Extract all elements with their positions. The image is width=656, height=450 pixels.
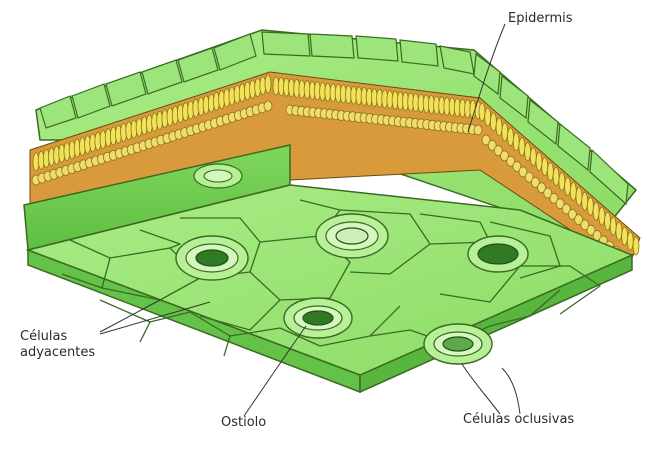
- palisade-cell: [576, 187, 582, 205]
- palisade-cell: [502, 123, 508, 141]
- palisade-cell: [547, 163, 553, 181]
- palisade-cell: [587, 197, 593, 215]
- palisade-cell: [582, 192, 588, 210]
- spongy-cell: [474, 125, 482, 135]
- palisade-cell: [593, 202, 599, 220]
- palisade-cell: [485, 108, 491, 126]
- label-celulas-oclusivas: Células oclusivas: [463, 412, 574, 428]
- palisade-cell: [542, 158, 548, 176]
- label-ostiolo: Ostiolo: [221, 415, 266, 431]
- palisade-cell: [519, 138, 525, 156]
- palisade-cell: [536, 153, 542, 171]
- palisade-cell: [496, 118, 502, 136]
- spongy-cell: [264, 101, 272, 111]
- palisade-cell: [513, 133, 519, 151]
- palisade-cell: [265, 75, 271, 93]
- palisade-cell: [610, 217, 616, 235]
- palisade-cell: [627, 232, 633, 250]
- palisade-cell: [530, 148, 536, 166]
- palisade-cell: [633, 237, 639, 255]
- palisade-cell: [599, 207, 605, 225]
- palisade-cell: [605, 212, 611, 230]
- palisade-cell: [616, 222, 622, 240]
- palisade-cell: [479, 103, 485, 121]
- label-epidermis: Epidermis: [508, 11, 573, 27]
- palisade-cell: [570, 182, 576, 200]
- label-celulas-adyacentes-line2: adyacentes: [20, 345, 130, 361]
- palisade-cell: [525, 143, 531, 161]
- label-celulas-adyacentes: Células adyacentes: [20, 329, 130, 361]
- palisade-cell: [622, 227, 628, 245]
- palisade-cell: [508, 128, 514, 146]
- palisade-cell: [559, 173, 565, 191]
- label-celulas-adyacentes-line1: Células: [20, 329, 130, 345]
- palisade-cell: [553, 168, 559, 186]
- palisade-cell: [565, 177, 571, 195]
- palisade-cell: [490, 113, 496, 131]
